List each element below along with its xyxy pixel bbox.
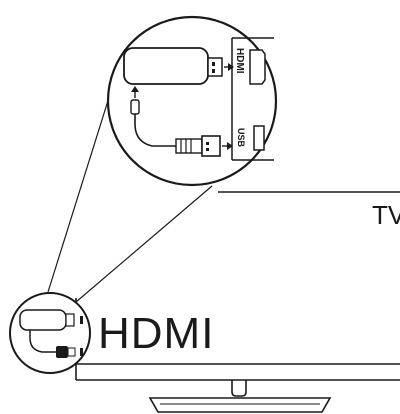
usb-cable (134, 114, 176, 147)
usb-a-plug (175, 135, 221, 157)
arrow-to-micro-usb (131, 86, 139, 98)
tv (75, 191, 400, 413)
hdmi-dongle (123, 47, 223, 85)
tv-label: TV (372, 200, 400, 230)
tv-port-panel (231, 37, 274, 161)
usb-port: USB (236, 125, 265, 151)
hdmi-port: HDMI (234, 48, 266, 85)
big-detail-circle: HDMI USB (106, 15, 278, 187)
tv-stand-neck (231, 380, 247, 397)
tv-bottom-bezel (76, 363, 400, 381)
small-dongle (19, 309, 67, 331)
micro-usb-plug (130, 99, 140, 115)
arrow-to-hdmi-port (224, 63, 234, 71)
hdmi-large-label: HDMI (98, 309, 214, 358)
arrow-to-usb-port (222, 142, 233, 150)
small-detail-circle (9, 292, 91, 374)
tv-stand-base (148, 397, 332, 413)
usb-port-label: USB (236, 128, 246, 148)
small-usb-cable (29, 330, 58, 353)
hdmi-port-label: HDMI (234, 48, 245, 74)
